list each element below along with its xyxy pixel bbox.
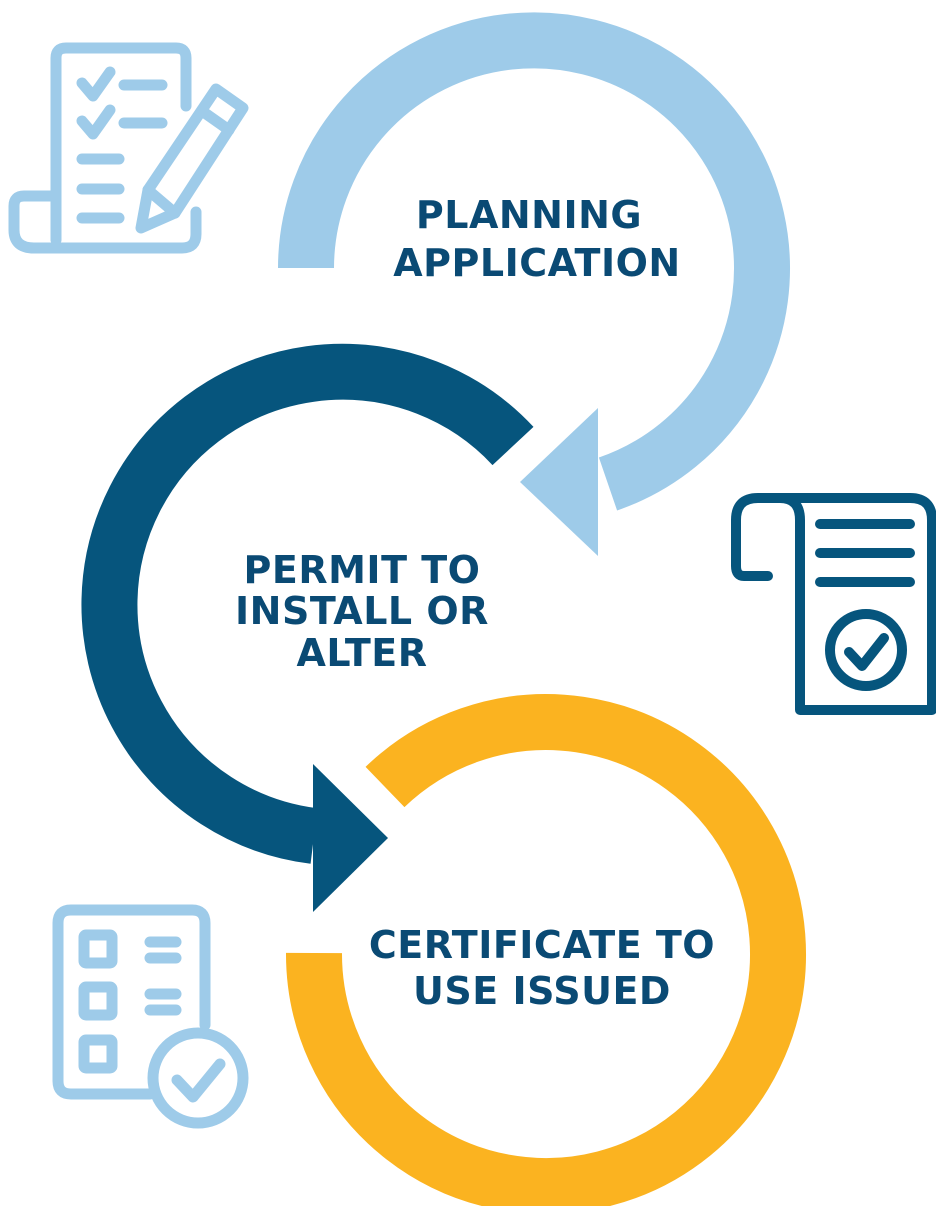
planning-label-line-1: PLANNING xyxy=(416,193,642,237)
step-permit-arc xyxy=(81,343,534,912)
certificate-label-line-1: CERTIFICATE TO xyxy=(369,923,715,967)
step-planning-arc xyxy=(278,12,790,556)
label-permit: PERMIT TO INSTALL OR ALTER xyxy=(235,548,489,675)
permit-label-line-2: INSTALL OR xyxy=(235,589,489,633)
permit-arrowhead xyxy=(313,764,388,912)
scroll-certificate-check-icon xyxy=(731,493,936,715)
document-checklist-pencil-icon xyxy=(8,42,249,254)
planning-arrowhead xyxy=(520,408,598,556)
label-certificate: CERTIFICATE TO USE ISSUED xyxy=(369,923,715,1013)
label-planning: PLANNING APPLICATION xyxy=(393,193,680,285)
permit-label-line-1: PERMIT TO xyxy=(244,548,481,592)
planning-label-line-2: APPLICATION xyxy=(393,241,680,285)
permit-arc-stroke xyxy=(81,343,534,864)
certificate-arc-stroke xyxy=(285,694,806,1206)
planning-arc-stroke xyxy=(278,12,790,511)
permit-label-line-3: ALTER xyxy=(297,631,428,675)
checklist-approved-icon xyxy=(52,904,249,1129)
step-certificate-arc xyxy=(285,694,806,1206)
certificate-label-line-2: USE ISSUED xyxy=(413,969,671,1013)
